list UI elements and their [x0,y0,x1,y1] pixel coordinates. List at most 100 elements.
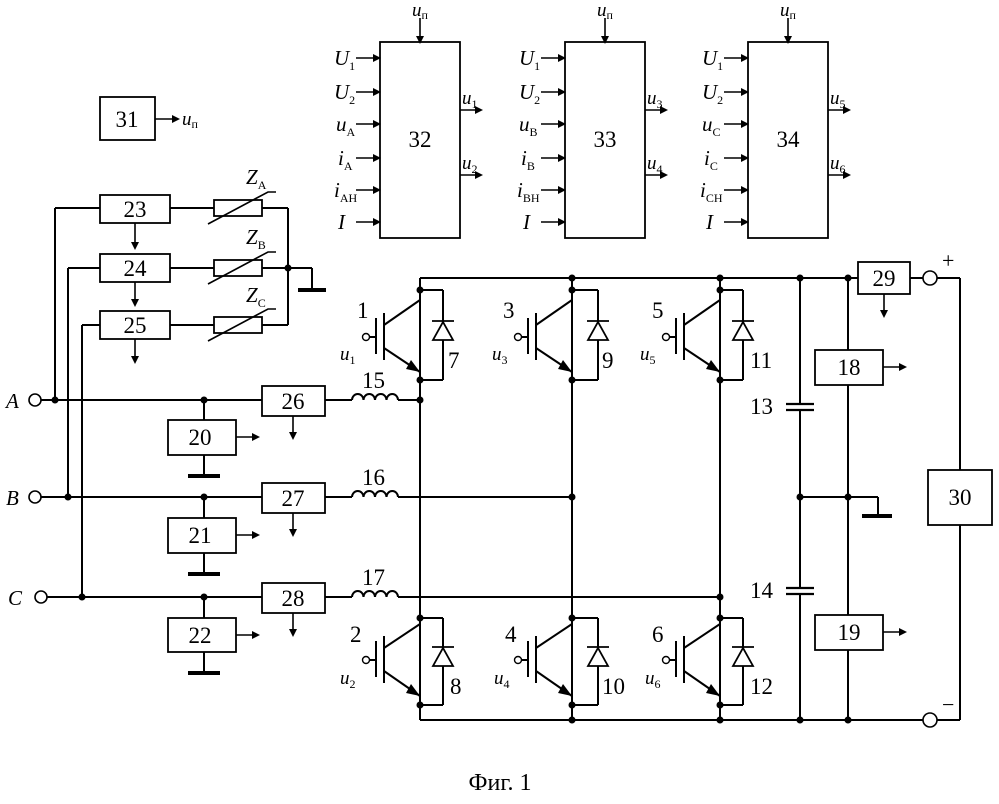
block-32-input-u2: U2 [334,80,355,107]
block-34-input-i: I [705,210,714,234]
block-32-input-iah: iAH [334,178,358,205]
igbt-4-gate-label: u4 [494,668,510,691]
igbt-5-gate-label: u5 [640,344,656,367]
inductor-17-icon [352,591,398,597]
block-33-input-i: I [522,210,531,234]
block-32-input-u1: U1 [334,46,355,73]
igbt-3-label: 3 [503,298,515,323]
diode-8-label: 8 [450,674,462,699]
diode-8-icon [432,647,454,666]
igbt-5-icon [670,300,720,372]
diode-7-icon [432,321,454,340]
block-34-sync-label: uп [780,0,797,22]
block-34-input-u2: U2 [702,80,723,107]
capacitor-13-label: 13 [750,394,773,419]
terminal-a-label: A [4,389,19,413]
block-20-label: 20 [189,425,212,450]
gate-terminals [363,334,670,664]
igbt-4-icon [522,624,572,696]
igbt-2-label: 2 [350,622,362,647]
terminal-b-label: B [6,486,19,510]
igbt-5-label: 5 [652,298,664,323]
impedance-zb-label: ZB [246,225,266,252]
block-33-sync-label: uп [597,0,614,22]
block-34-input-ic: iC [704,146,718,173]
block-27-label: 27 [282,486,305,511]
igbt-6-label: 6 [652,622,664,647]
igbt-4-label: 4 [505,622,517,647]
diode-group [432,321,754,666]
block-34-output-u5: u5 [830,88,846,111]
block-18-label: 18 [838,355,861,380]
block-24-label: 24 [124,256,148,281]
diode-9-label: 9 [602,348,614,373]
block-19-label: 19 [838,620,861,645]
block-34-input-uc: uC [702,112,721,139]
block-31-output-label: uп [182,109,199,131]
block-33-input-u2: U2 [519,80,540,107]
block-25-label: 25 [124,313,147,338]
block-33-input-ub: uB [519,112,538,139]
inductor-16-icon [352,491,398,497]
diode-labels: 7 8 9 10 11 12 [448,348,773,699]
igbt-3-gate-label: u3 [492,344,508,367]
block-21-label: 21 [189,523,212,548]
junction-dots [52,265,852,724]
inductor-17-label: 17 [362,565,385,590]
block-29-label: 29 [873,266,896,291]
diode-7-label: 7 [448,348,460,373]
diode-12-icon [732,647,754,666]
block-32-output-u2: u2 [462,153,478,176]
terminal-plus-label: + [942,248,954,273]
block-32-input-ia: iA [338,146,353,173]
block-32-output-u1: u1 [462,88,478,111]
igbt-2-gate-label: u2 [340,668,356,691]
terminal-c-label: C [8,586,23,610]
impedance-zc-label: ZC [246,283,266,310]
block-30-label: 30 [949,485,972,510]
terminal-a-icon [29,394,41,406]
figure-caption: Фиг. 1 [469,770,532,796]
terminal-minus-label: − [942,692,954,717]
inductor-16-label: 16 [362,465,385,490]
block-32-label: 32 [409,127,432,152]
block-33-output-u3: u3 [647,88,663,111]
diode-10-icon [587,647,609,666]
impedances [214,200,262,333]
igbt-1-gate-label: u1 [340,344,356,367]
inductor-15-label: 15 [362,368,385,393]
block-28-label: 28 [282,586,305,611]
block-33-input-u1: U1 [519,46,540,73]
igbt-3-icon [522,300,572,372]
blocks [100,42,992,652]
diode-10-label: 10 [602,674,625,699]
diode-12-label: 12 [750,674,773,699]
diode-11-icon [732,321,754,340]
block-33-input-ib: iB [521,146,535,173]
block-31-label: 31 [116,107,139,132]
block-33-input-ibh: iBH [517,178,540,205]
block-34-input-u1: U1 [702,46,723,73]
block-34-input-ich: iCH [700,178,723,205]
terminal-minus-icon [923,713,937,727]
igbt-6-icon [670,624,720,696]
inductor-15-icon [352,394,398,400]
emitter-arrowheads [406,360,720,696]
block-33-output-u4: u4 [647,153,663,176]
terminal-c-icon [35,591,47,603]
igbt-6-gate-label: u6 [645,668,661,691]
diode-11-label: 11 [750,348,772,373]
terminal-plus-icon [923,271,937,285]
igbt-1-label: 1 [357,298,369,323]
block-26-label: 26 [282,389,305,414]
block-32-input-ua: uA [336,112,356,139]
block-labels: 31 23 24 25 26 27 28 20 21 22 29 18 19 3… [116,107,972,648]
block-23-label: 23 [124,197,147,222]
block-33-label: 33 [594,127,617,152]
capacitor-14-label: 14 [750,578,774,603]
block-22-label: 22 [189,623,212,648]
diode-9-icon [587,321,609,340]
block-34-output-u6: u6 [830,153,846,176]
block-32-input-i: I [337,210,346,234]
